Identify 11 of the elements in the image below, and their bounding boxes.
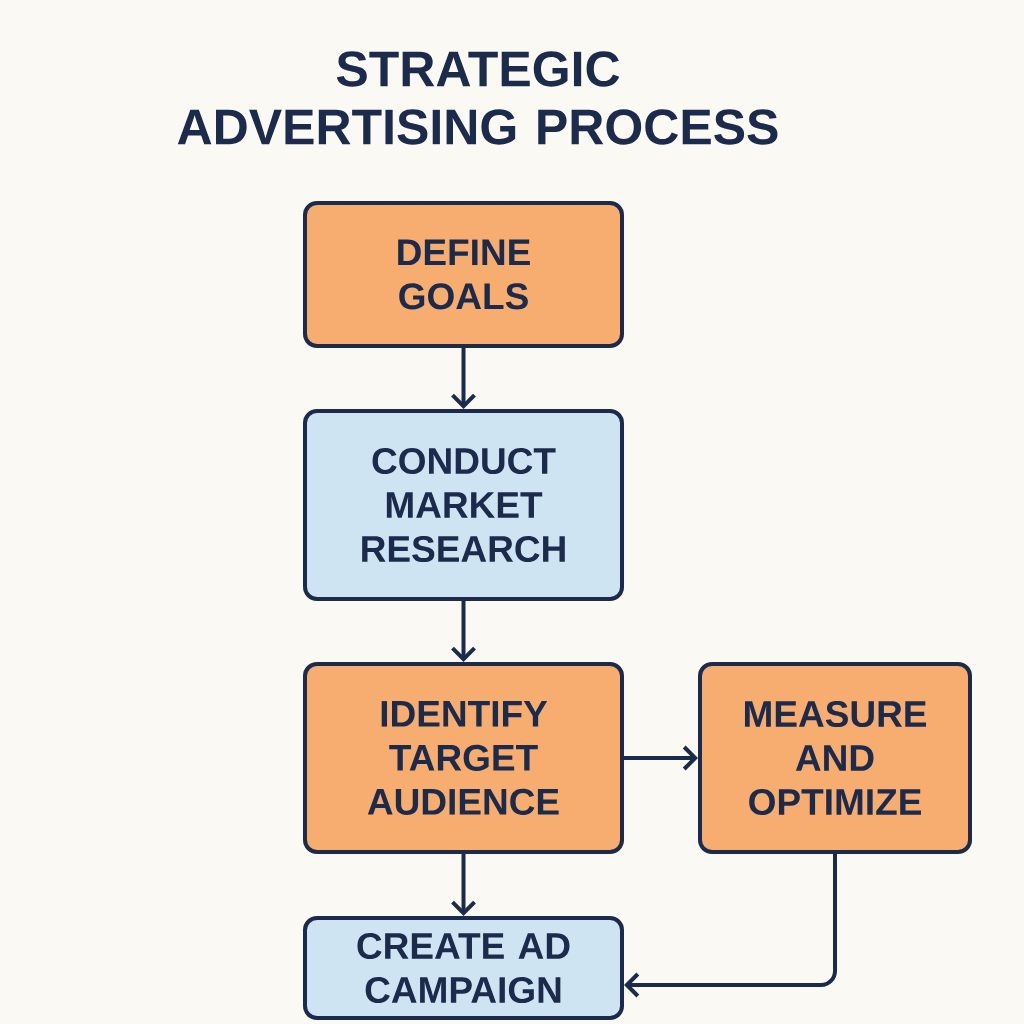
process-box: CREATE AD CAMPAIGN: [303, 916, 624, 1020]
arrow: [451, 348, 476, 409]
arrow: [451, 601, 476, 662]
title: STRATEGIC ADVERTISING PROCESS: [177, 51, 778, 145]
process-box: CONDUCT MARKET RESEARCH: [303, 409, 624, 601]
arrow: [624, 745, 698, 771]
process-box: IDENTIFY TARGET AUDIENCE: [303, 662, 624, 854]
arrow: [624, 854, 837, 998]
arrow: [451, 854, 476, 916]
process-box: MEASURE AND OPTIMIZE: [698, 662, 972, 854]
process-box: DEFINE GOALS: [303, 201, 624, 348]
